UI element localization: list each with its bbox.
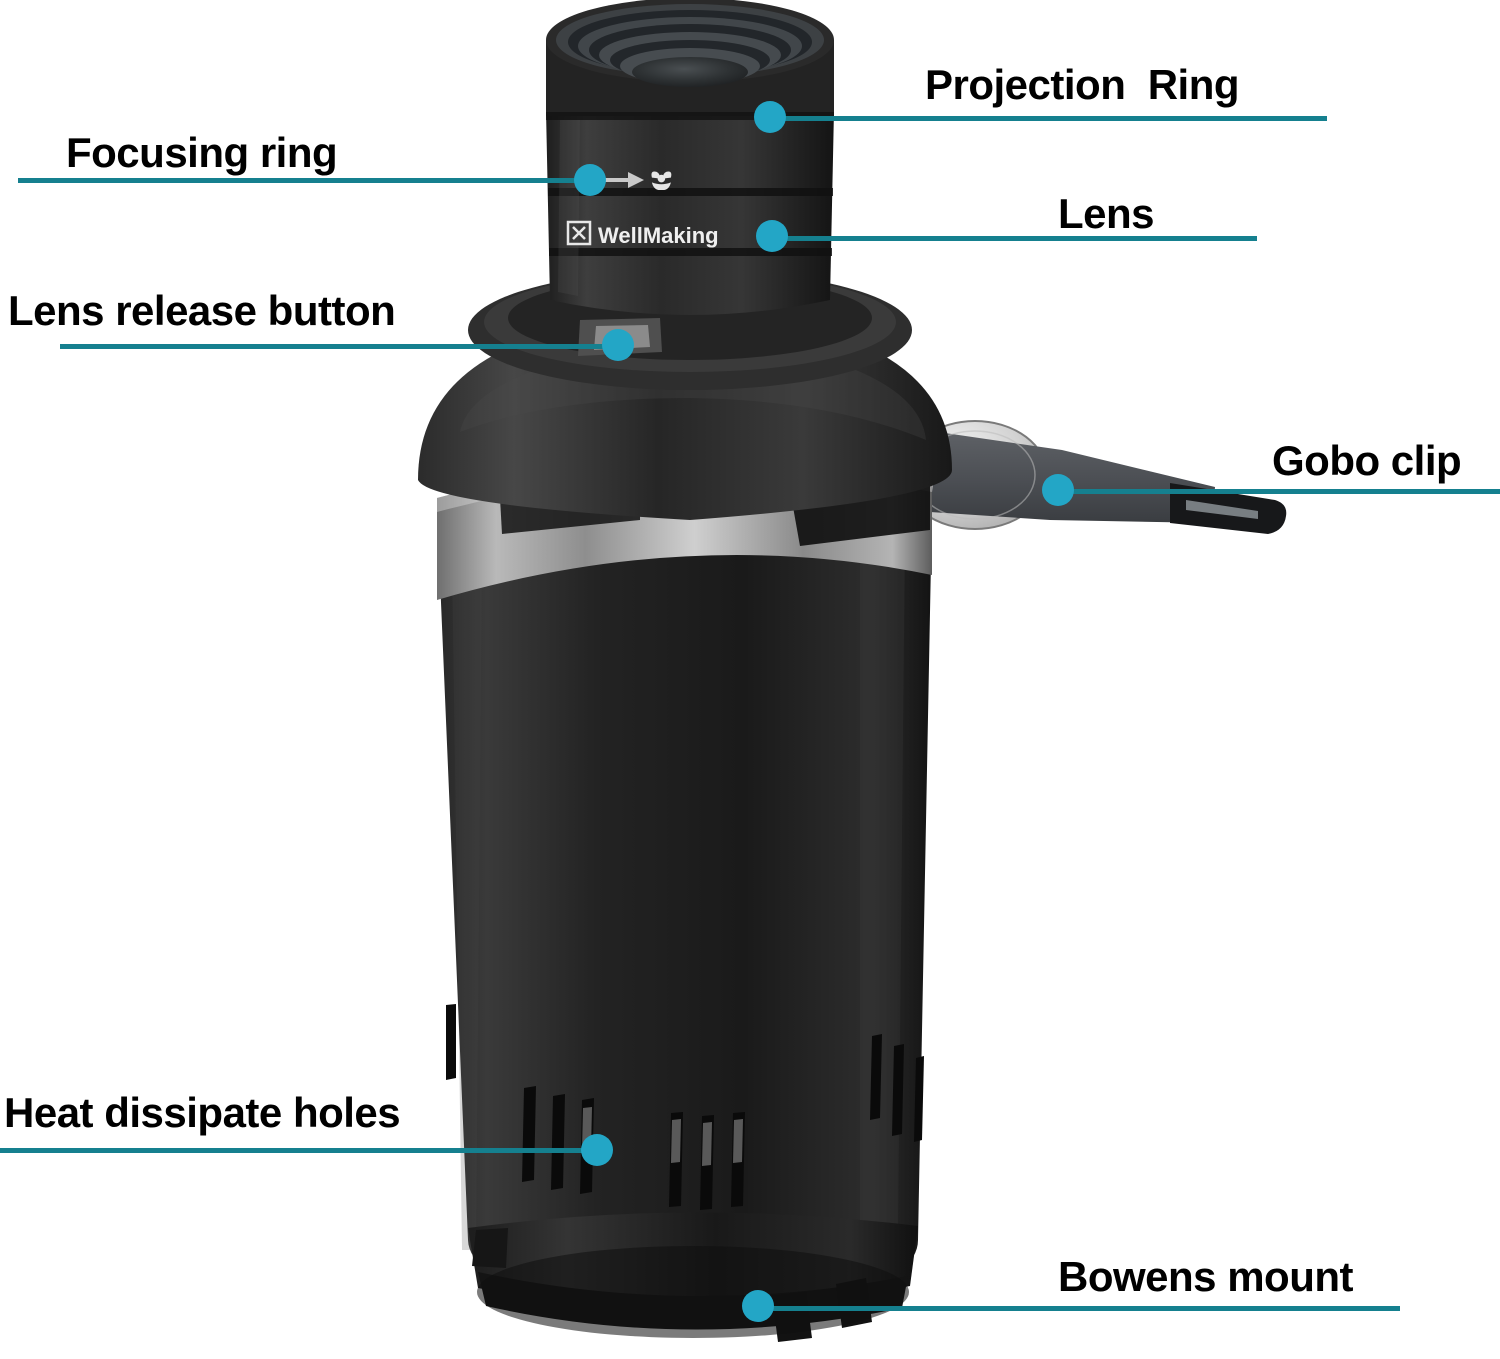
lamp-body [437,508,932,1305]
callout-label-heat-dissipate-holes: Heat dissipate holes [4,1089,401,1136]
projection-ring [546,0,834,120]
callout-dot-focusing-ring [574,164,606,196]
lens-barrel [546,110,834,315]
callout-line-projection-ring [782,116,1327,121]
callout-label-focusing-ring: Focusing ring [66,129,338,176]
brand-text: WellMaking [598,223,719,248]
callout-dot-heat-dissipate-holes [581,1134,613,1166]
callout-label-bowens-mount: Bowens mount [1058,1253,1354,1300]
callout-line-heat-dissipate-holes [0,1148,595,1153]
callout-line-gobo-clip [1062,489,1500,494]
brand-mark: WellMaking [566,220,719,248]
gobo-clip-part [902,420,1287,534]
gobo-slot [500,470,930,546]
callout-label-lens: Lens [1058,190,1155,237]
callout-line-lens [782,236,1257,241]
silver-trim-band [437,458,932,600]
callout-dot-projection-ring [754,101,786,133]
callout-line-lens-release-button [60,344,618,349]
callout-label-gobo-clip: Gobo clip [1272,437,1462,484]
callout-line-focusing-ring [18,178,593,183]
heat-dissipate-holes [446,1004,924,1210]
callout-label-lens-release-button: Lens release button [8,287,396,334]
callout-dot-lens-release-button [602,329,634,361]
bowens-mount [468,1212,918,1342]
focus-ring-markings [598,171,672,191]
callout-dot-gobo-clip [1042,474,1074,506]
callout-dot-bowens-mount [742,1290,774,1322]
callout-line-bowens-mount [760,1306,1400,1311]
lens-mount-collar [468,270,912,390]
callout-dot-lens [756,220,788,252]
callout-label-projection-ring: Projection Ring [925,61,1240,108]
